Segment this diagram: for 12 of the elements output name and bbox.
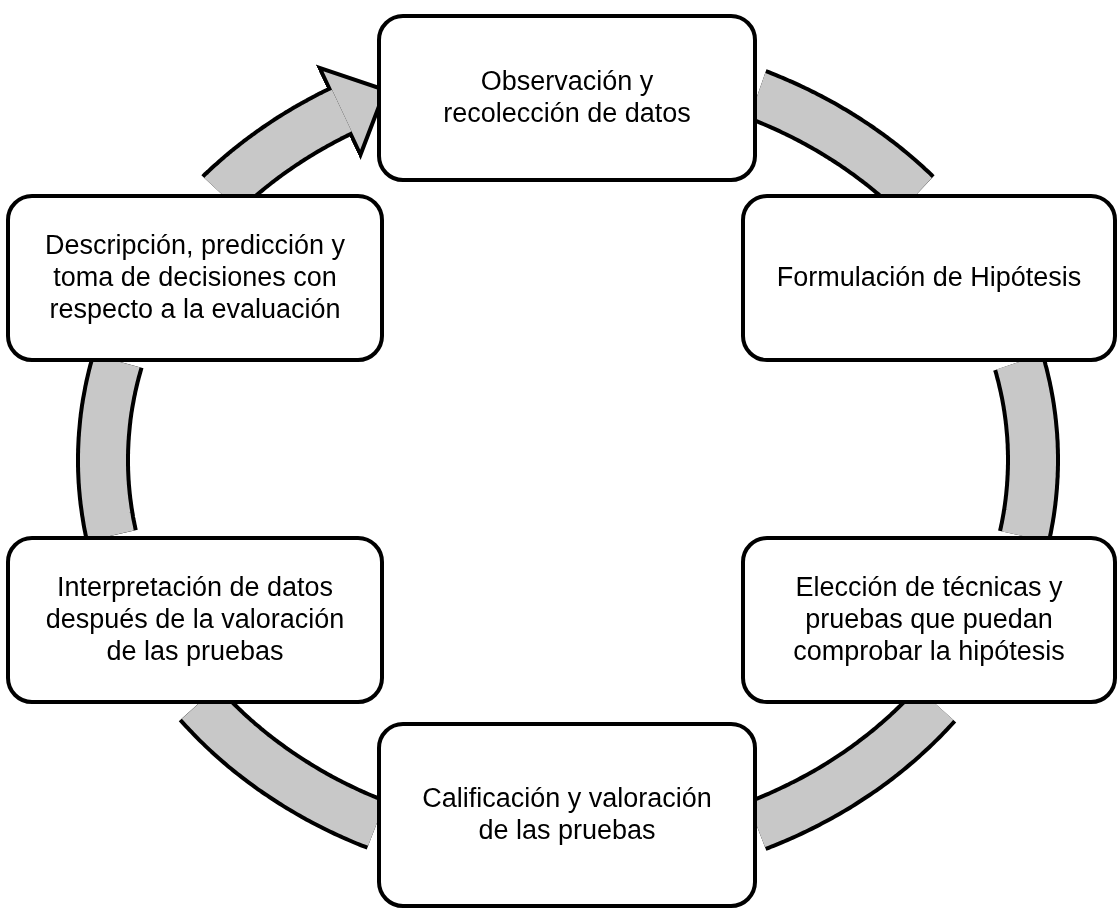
step-box — [377, 14, 757, 182]
step-label: Interpretación de datos después de la valoración de las pruebas — [44, 572, 346, 668]
step-label: Descripción, predicción y toma de decisiones con respecto a la evaluación — [43, 230, 347, 326]
step-box — [6, 536, 384, 704]
step-box — [741, 536, 1117, 704]
step-box — [377, 722, 757, 908]
step-label: Calificación y valoración de las pruebas — [421, 783, 713, 847]
step-label: Formulación de Hipótesis — [776, 262, 1082, 294]
step-box — [741, 194, 1117, 362]
step-label: Elección de técnicas y pruebas que puedan comprobar la hipótesis — [792, 572, 1066, 668]
step-label: Observación y recolección de datos — [442, 66, 692, 130]
step-box — [6, 194, 384, 362]
